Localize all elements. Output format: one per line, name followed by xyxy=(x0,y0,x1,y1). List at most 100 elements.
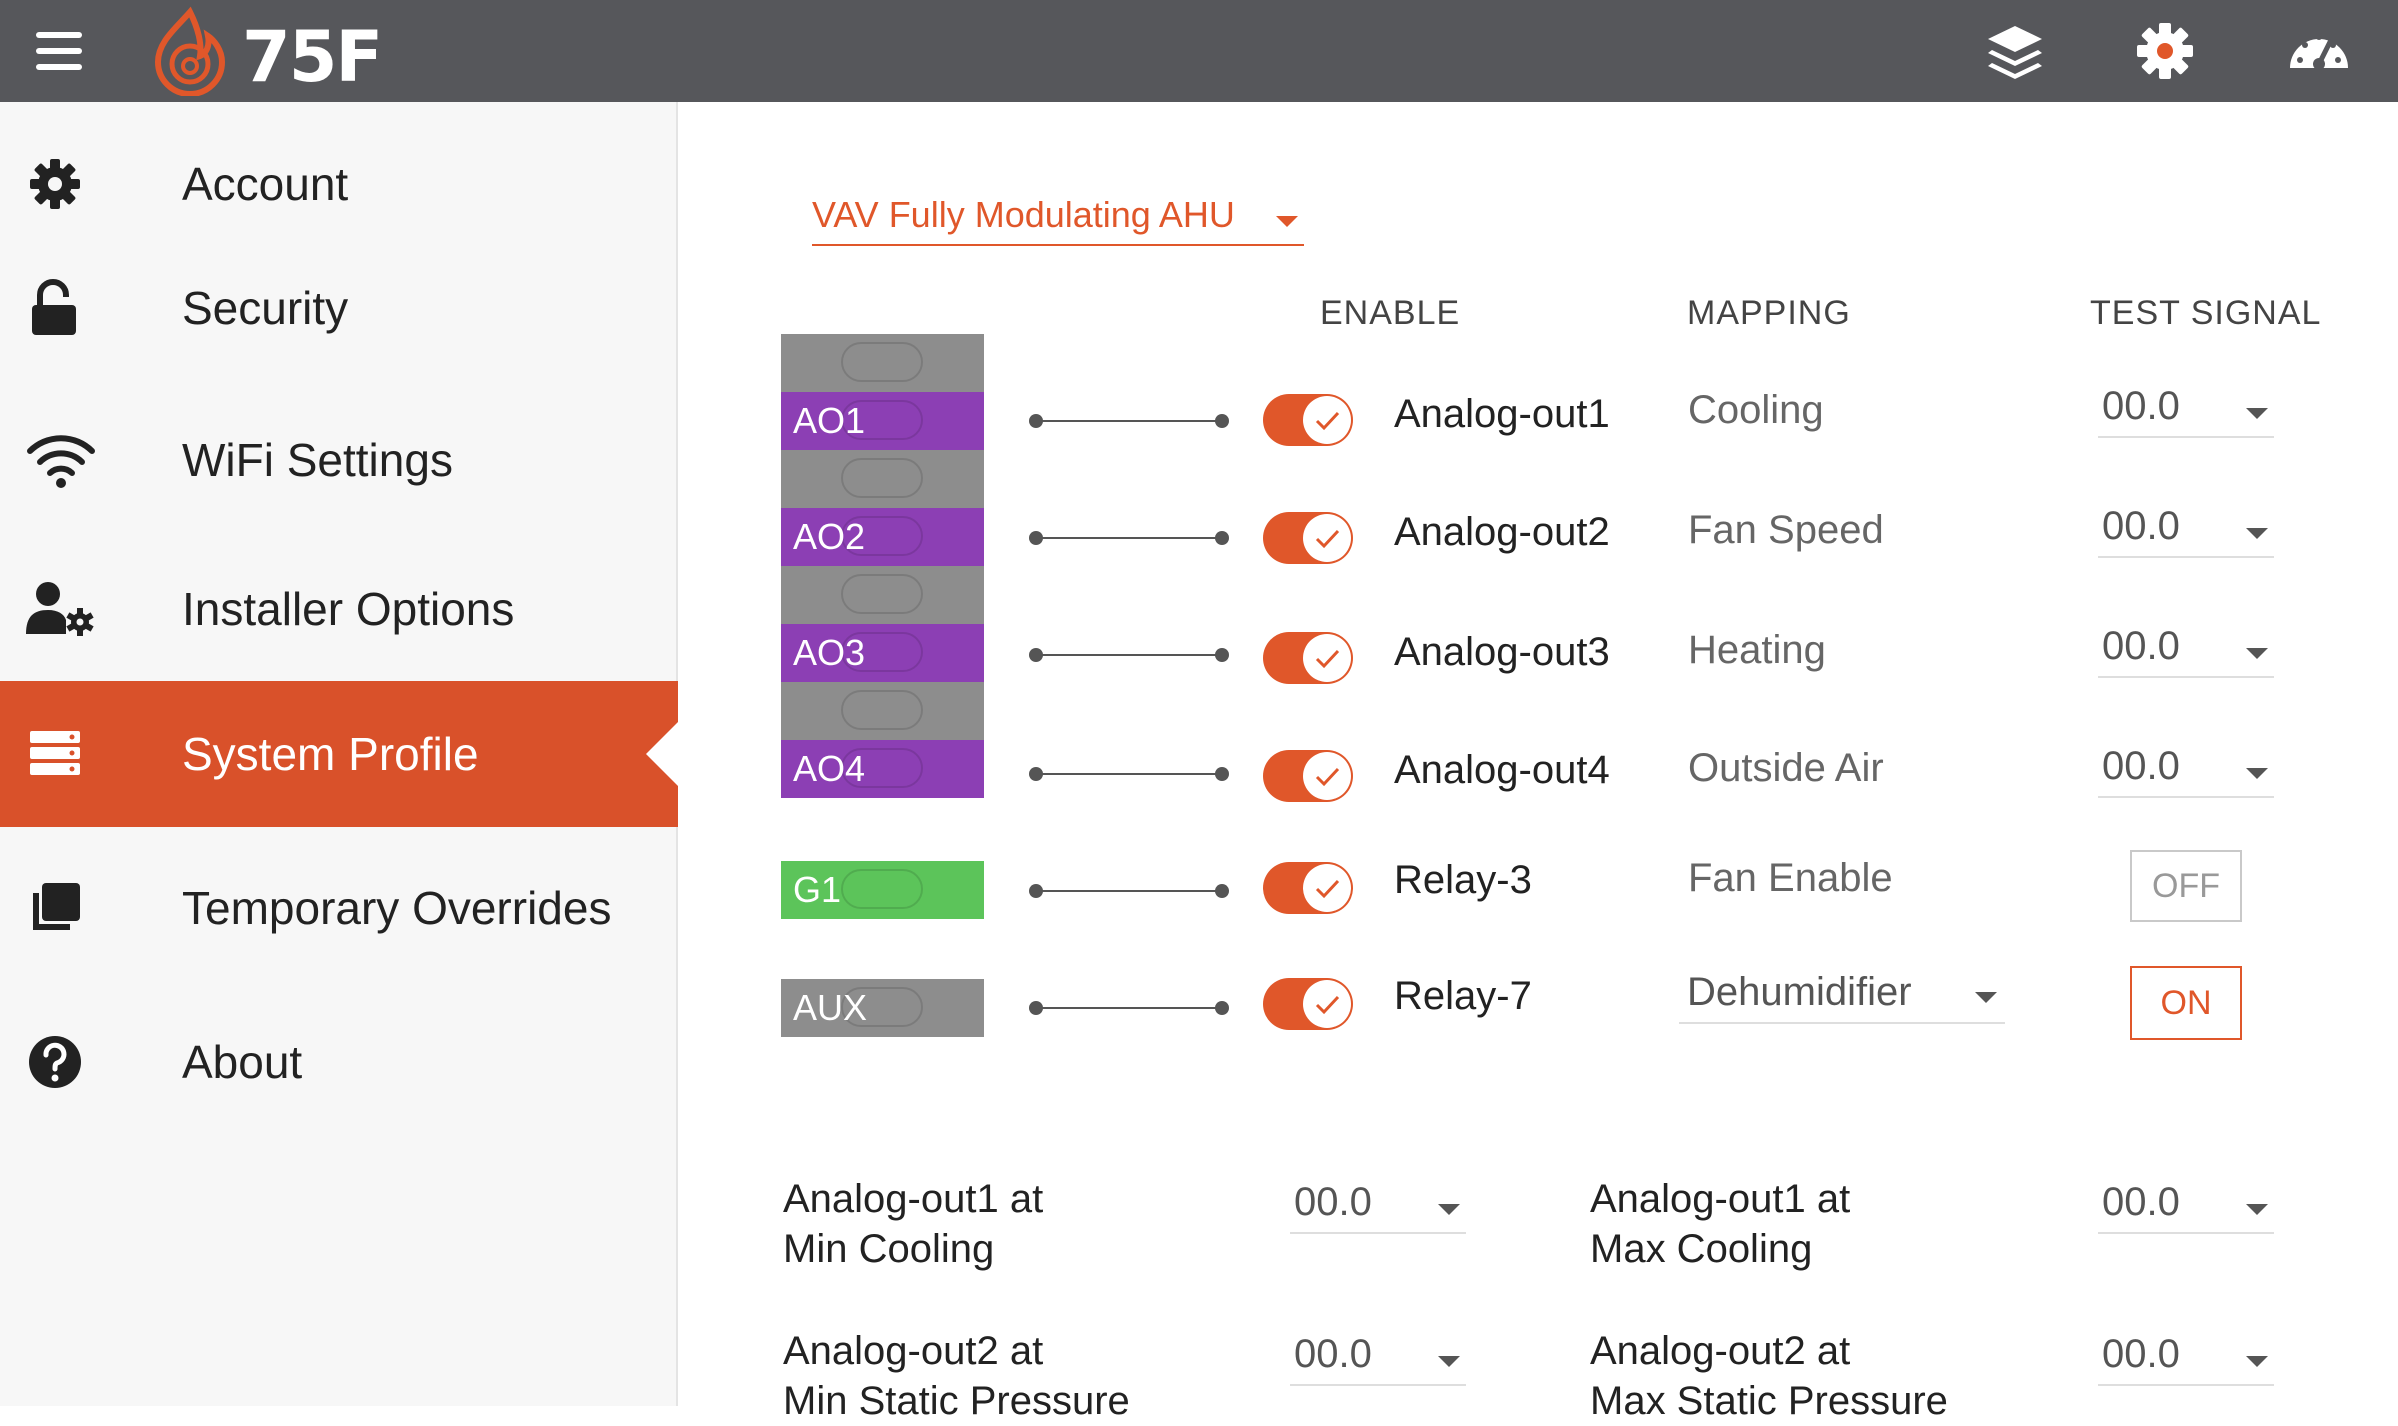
sidebar-item-label: Installer Options xyxy=(182,583,515,635)
mapping-value: Cooling xyxy=(1688,388,1824,432)
mapping-dropdown-relay-7[interactable]: Dehumidifier xyxy=(1679,970,2005,1024)
profile-type-value: VAV Fully Modulating AHU xyxy=(812,194,1235,235)
sidebar-item-temporary-overrides[interactable]: Temporary Overrides xyxy=(0,848,678,968)
port-ao2: AO2 xyxy=(781,508,984,566)
sidebar-item-installer-options[interactable]: Installer Options xyxy=(0,549,678,669)
test-signal-value: 00.0 xyxy=(2102,744,2180,788)
connector-line xyxy=(1029,414,1229,428)
range-dropdown-ao1-min[interactable]: 00.0 xyxy=(1290,1180,1466,1234)
chevron-down-icon xyxy=(2246,648,2268,659)
test-signal-value: 00.0 xyxy=(2102,504,2180,548)
sidebar-item-account[interactable]: Account xyxy=(0,124,678,244)
check-icon xyxy=(1315,879,1340,899)
connector-line xyxy=(1029,648,1229,662)
connector-line xyxy=(1029,767,1229,781)
hamburger-menu-icon[interactable] xyxy=(30,28,88,74)
chevron-down-icon xyxy=(2246,528,2268,539)
port-ao4: AO4 xyxy=(781,740,984,798)
relay-7-on-button[interactable]: ON xyxy=(2130,966,2242,1040)
sidebar-item-label: System Profile xyxy=(182,728,479,780)
column-header-enable: ENABLE xyxy=(1320,294,1461,332)
sidebar-item-system-profile[interactable]: System Profile xyxy=(0,681,680,827)
enable-toggle-analog-out1[interactable] xyxy=(1263,394,1353,446)
mapping-value: Dehumidifier xyxy=(1687,970,1912,1014)
active-indicator xyxy=(646,720,680,788)
check-icon xyxy=(1315,995,1340,1015)
server-icon xyxy=(26,725,84,783)
sidebar-item-about[interactable]: About xyxy=(0,1002,678,1122)
profile-type-dropdown[interactable]: VAV Fully Modulating AHU xyxy=(812,194,1304,246)
test-signal-value: 00.0 xyxy=(2102,624,2180,668)
sidebar-item-label: About xyxy=(182,1036,303,1088)
settings-gear-icon[interactable] xyxy=(2132,18,2198,84)
chevron-down-icon xyxy=(1276,216,1298,227)
test-signal-value: 00.0 xyxy=(2102,384,2180,428)
output-label: Analog-out3 xyxy=(1394,630,1610,674)
help-icon xyxy=(26,1033,84,1091)
port-slot xyxy=(781,682,984,740)
test-signal-dropdown-analog-out3[interactable]: 00.0 xyxy=(2098,624,2274,678)
test-signal-dropdown-analog-out1[interactable]: 00.0 xyxy=(2098,384,2274,438)
output-label: Analog-out4 xyxy=(1394,748,1610,792)
sidebar-item-security[interactable]: Security xyxy=(0,248,678,368)
output-label: Analog-out2 xyxy=(1394,510,1610,554)
port-aux: AUX xyxy=(781,979,984,1037)
check-icon xyxy=(1315,649,1340,669)
chevron-down-icon xyxy=(1438,1204,1460,1215)
output-label: Relay-7 xyxy=(1394,974,1532,1018)
mapping-value: Heating xyxy=(1688,628,1826,672)
sidebar-item-label: Security xyxy=(182,282,349,334)
enable-toggle-relay-3[interactable] xyxy=(1263,862,1353,914)
sidebar-item-wifi[interactable]: WiFi Settings xyxy=(0,400,678,520)
chevron-down-icon xyxy=(2246,1204,2268,1215)
port-ao1: AO1 xyxy=(781,392,984,450)
range-dropdown-ao2-max[interactable]: 00.0 xyxy=(2098,1332,2274,1386)
test-signal-dropdown-analog-out4[interactable]: 00.0 xyxy=(2098,744,2274,798)
column-header-mapping: MAPPING xyxy=(1687,294,1851,332)
check-icon xyxy=(1315,529,1340,549)
check-icon xyxy=(1315,411,1340,431)
sidebar: Account Security WiFi Settings xyxy=(0,102,680,1406)
chevron-down-icon xyxy=(2246,1356,2268,1367)
check-icon xyxy=(1315,767,1340,787)
range-value: 00.0 xyxy=(1294,1332,1372,1376)
wifi-icon xyxy=(26,431,95,489)
flame-logo-icon xyxy=(154,6,226,97)
chevron-down-icon xyxy=(1438,1356,1460,1367)
output-label: Relay-3 xyxy=(1394,858,1532,902)
enable-toggle-analog-out3[interactable] xyxy=(1263,632,1353,684)
port-slot xyxy=(781,566,984,624)
port-g1: G1 xyxy=(781,861,984,919)
connector-line xyxy=(1029,1001,1229,1015)
range-dropdown-ao2-min[interactable]: 00.0 xyxy=(1290,1332,1466,1386)
system-profile-panel: VAV Fully Modulating AHU ENABLE MAPPING … xyxy=(680,102,2398,1423)
range-value: 00.0 xyxy=(2102,1180,2180,1224)
output-label: Analog-out1 xyxy=(1394,392,1610,436)
brand-logo: 75F xyxy=(150,6,400,98)
test-signal-dropdown-analog-out2[interactable]: 00.0 xyxy=(2098,504,2274,558)
gear-icon xyxy=(26,155,84,213)
connector-line xyxy=(1029,531,1229,545)
range-dropdown-ao1-max[interactable]: 00.0 xyxy=(2098,1180,2274,1234)
range-value: 00.0 xyxy=(2102,1332,2180,1376)
copy-icon xyxy=(26,879,84,937)
port-slot xyxy=(781,450,984,508)
enable-toggle-analog-out2[interactable] xyxy=(1263,512,1353,564)
column-header-test-signal: TEST SIGNAL xyxy=(2090,294,2322,332)
chevron-down-icon xyxy=(2246,408,2268,419)
dashboard-gauge-icon[interactable] xyxy=(2286,18,2352,84)
range-value: 00.0 xyxy=(1294,1180,1372,1224)
mapping-value: Fan Speed xyxy=(1688,508,1884,552)
relay-3-off-button[interactable]: OFF xyxy=(2130,850,2242,922)
top-bar: 75F xyxy=(0,0,2398,102)
port-ao3: AO3 xyxy=(781,624,984,682)
sidebar-item-label: WiFi Settings xyxy=(182,434,453,486)
layers-icon[interactable] xyxy=(1982,18,2048,84)
unlock-icon xyxy=(26,279,84,337)
enable-toggle-analog-out4[interactable] xyxy=(1263,750,1353,802)
enable-toggle-relay-7[interactable] xyxy=(1263,978,1353,1030)
